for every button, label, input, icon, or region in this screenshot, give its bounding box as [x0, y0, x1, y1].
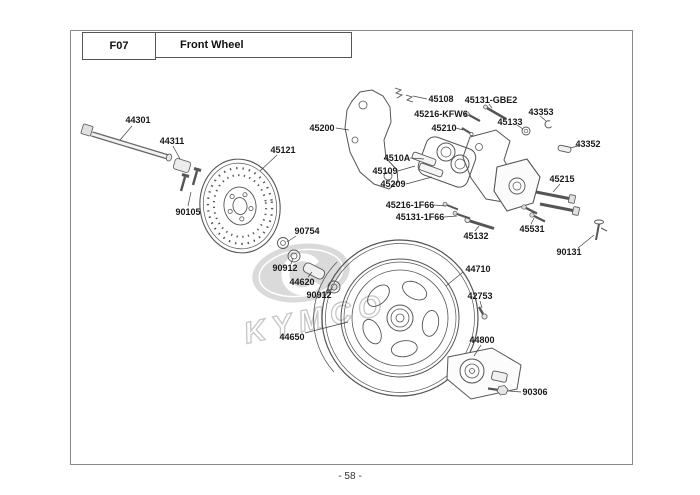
part-label-90306: 90306 — [522, 387, 548, 397]
part-label-43353: 43353 — [528, 107, 554, 117]
part-label-90912-1: 90912 — [272, 263, 298, 273]
page-code-box: F07 — [82, 32, 156, 60]
valve-drawing — [477, 306, 488, 320]
part-label-90105: 90105 — [175, 207, 201, 217]
page-title-cell: Front Wheel — [154, 32, 352, 58]
screws-90105-drawing — [179, 167, 202, 192]
axle-spacer-drawing — [172, 158, 192, 173]
part-label-45215: 45215 — [549, 174, 575, 184]
part-label-44710: 44710 — [465, 264, 491, 274]
part-label-45209: 45209 — [380, 179, 406, 189]
axle-drawing — [80, 123, 173, 162]
page-code: F07 — [109, 40, 129, 52]
part-label-44620: 44620 — [289, 277, 315, 287]
part-label-90912-2: 90912 — [306, 290, 332, 300]
part-label-45216-kfw6: 45216-KFW6 — [414, 109, 468, 119]
part-label-45210: 45210 — [431, 123, 457, 133]
part-label-45132: 45132 — [463, 231, 489, 241]
part-label-45216-1f66: 45216-1F66 — [385, 200, 435, 210]
part-label-45121: 45121 — [270, 145, 296, 155]
part-label-45131-1f66: 45131-1F66 — [395, 212, 445, 222]
part-label-4510a: 4510A — [383, 153, 411, 163]
part-label-44650: 44650 — [279, 332, 305, 342]
part-label-45200: 45200 — [309, 123, 335, 133]
page-number: - 58 - — [338, 471, 362, 482]
part-label-44311: 44311 — [159, 136, 185, 146]
watermark-c-swoosh — [281, 253, 321, 296]
pad-spring-icon — [405, 94, 414, 103]
part-label-45133: 45133 — [497, 117, 523, 127]
part-label-44800: 44800 — [469, 335, 495, 345]
part-label-45131-gbe2: 45131-GBE2 — [464, 95, 518, 105]
pad-spring-icon — [394, 87, 404, 99]
part-label-42753: 42753 — [467, 291, 493, 301]
part-label-90754: 90754 — [294, 226, 320, 236]
caliper-assembly-drawing — [344, 87, 580, 230]
part-label-45531: 45531 — [519, 224, 545, 234]
bolt-90306-drawing — [487, 385, 509, 396]
part-label-44301: 44301 — [125, 115, 151, 125]
front-wheel-drawing — [313, 239, 479, 397]
part-label-45109: 45109 — [372, 166, 398, 176]
screw-90131-drawing — [594, 219, 608, 241]
leader-lines — [119, 95, 595, 393]
part-label-45108: 45108 — [428, 94, 454, 104]
brake-disc-drawing — [199, 158, 281, 254]
page-title: Front Wheel — [180, 39, 244, 51]
part-label-43352: 43352 — [575, 139, 601, 149]
part-label-90131: 90131 — [556, 247, 582, 257]
